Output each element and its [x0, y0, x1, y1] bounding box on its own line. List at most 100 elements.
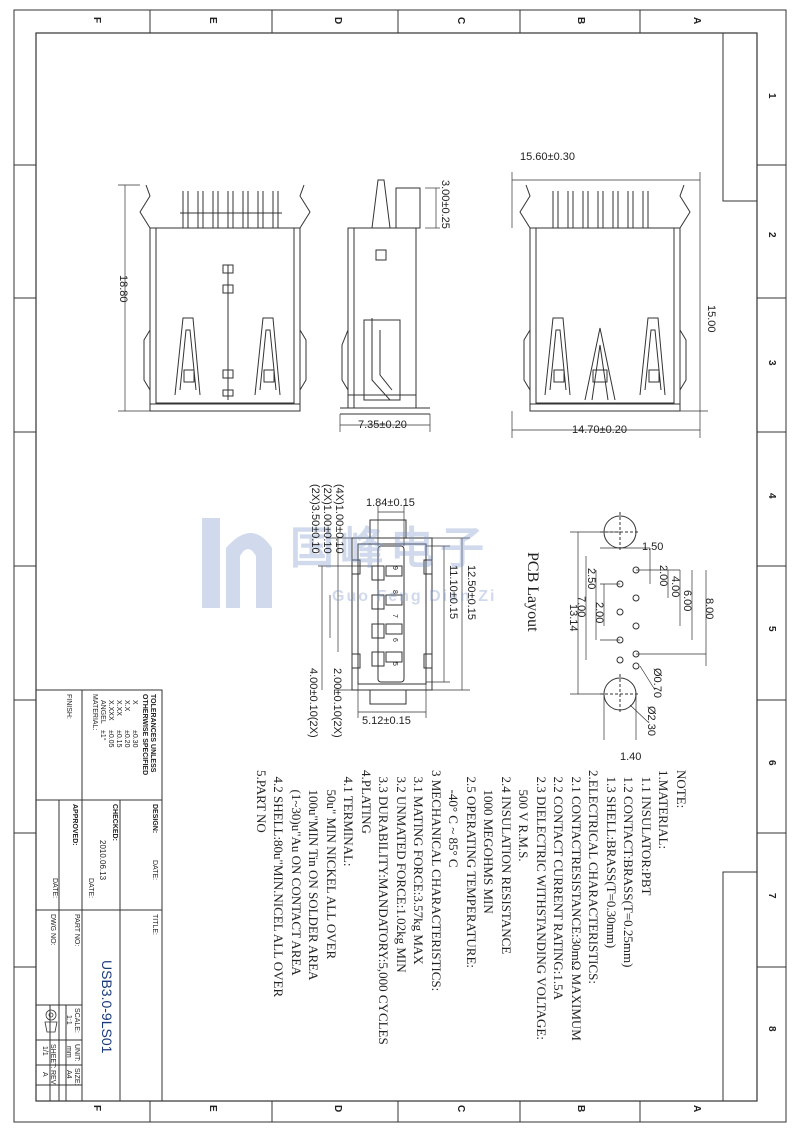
- note-line: 1000 MEGOHMS MIN: [481, 770, 497, 914]
- size-label: SIZE:: [73, 1068, 80, 1086]
- dim-pcb-11: Ø2.30: [645, 706, 657, 736]
- size-value: A4: [65, 1070, 72, 1079]
- zone-label-E: E: [207, 17, 218, 24]
- pin-number-5: 5: [391, 662, 398, 666]
- zone-label-D-bottom: D: [332, 1105, 343, 1113]
- tol-row-1-val: ±0.30: [131, 730, 138, 748]
- zone-label-F: F: [91, 17, 102, 24]
- rev-value: A: [41, 1072, 48, 1077]
- dim-front-9: 5.12±0.15: [362, 715, 411, 727]
- dim-left-height: 18.80: [117, 275, 129, 303]
- note-line: 3.2 UNMATED FORCE:1.02kg MIN: [394, 770, 409, 973]
- note-line: 2.2 CONTACT CURRENT RATING:1.5A: [551, 770, 567, 1000]
- approved-label: APPROVED:: [71, 804, 78, 846]
- zone-label-5: 5: [766, 626, 777, 632]
- dim-front-2: (4X)1.00±0.10: [333, 484, 345, 554]
- tol-row-3-val: ±0.15: [115, 730, 122, 748]
- pcb-layout-label: PCB Layout: [524, 552, 541, 632]
- dim-front-5: 12.50±0.15: [465, 565, 477, 620]
- zone-label-6: 6: [766, 760, 777, 766]
- tol-row-4-val: ±0.05: [107, 730, 114, 748]
- dim-right-height: 15.00: [705, 305, 717, 333]
- tol-row-2-key: X.X: [123, 700, 130, 712]
- tol-row-2-val: ±0.20: [123, 730, 130, 748]
- tolerances-title: TOLERANCES UNLESS: [149, 694, 156, 773]
- dim-front-3: (2X)1.00±0.10: [321, 484, 333, 554]
- pin-number-7: 7: [391, 614, 398, 618]
- note-line: 2.3 DIELECTRIC WITHSTANDING VOLTAGE:: [534, 770, 549, 1040]
- dim-pcb-9: 13.14: [567, 604, 579, 632]
- note-line: NOTE:: [674, 770, 689, 809]
- zone-label-A: A: [691, 17, 702, 25]
- dim-pcb-6: 2.50: [585, 568, 597, 590]
- note-line: 1.2 CONTACT:BRASS(T=0.25mm): [621, 770, 637, 968]
- tol-row-3-key: X.XX: [115, 700, 122, 716]
- note-line: 2.1 CONTACTRESISTANCE:30mΩ MAXIMUM: [569, 770, 584, 1041]
- note-line: 500 V R.M.S.: [516, 770, 532, 862]
- note-line: 2.4 INSULATION RESISTANCE: [499, 770, 514, 955]
- note-line: 1.MATERIAL:: [656, 770, 672, 850]
- note-line: 1.3 SHELL:BRASS(T=0.30mm): [604, 770, 619, 949]
- zone-label-B: B: [575, 17, 586, 25]
- zone-label-1: 1: [766, 93, 777, 99]
- zone-label-C-bottom: C: [455, 1105, 466, 1113]
- approved-date-label: DATE:: [51, 878, 58, 899]
- dim-front-1: 1.84±0.15: [366, 497, 415, 509]
- zone-label-3: 3: [766, 360, 777, 366]
- partno-label: PART NO:: [73, 914, 80, 947]
- dim-pcb-4: 6.00: [681, 590, 693, 612]
- dim-front-6: 11.10±0.15: [447, 565, 459, 620]
- material-label: MATERIAL:: [91, 694, 98, 731]
- design-date-label: DATE:: [151, 860, 158, 881]
- dim-pcb-3: 4.00: [669, 576, 681, 598]
- tol-row-4-key: X.XXX: [107, 700, 114, 721]
- zone-label-8: 8: [766, 1026, 777, 1032]
- note-line: 3 MECHANICAL CHARACTERISTICS:: [429, 770, 444, 992]
- dim-pcb-7: 2.00: [593, 602, 605, 624]
- zone-label-F-bottom: F: [91, 1105, 102, 1112]
- tol-row-5-key: ANGEL: [99, 700, 106, 724]
- zone-label-2: 2: [766, 232, 777, 238]
- note-line: 100u"MIN Tin ON SOLDER AREA: [306, 770, 322, 981]
- note-line: -40° C ~ 85° C: [446, 770, 462, 868]
- notes-list: NOTE:1.MATERIAL: 1.1 INSULATOR:PBT 1.2 C…: [253, 770, 691, 1100]
- note-line: 4.1 TERMINAL:: [341, 770, 357, 867]
- dim-side-width: 7.35±0.20: [358, 419, 407, 431]
- note-line: 5.PART NO: [254, 770, 269, 833]
- title-label: TITLE:: [151, 914, 158, 936]
- dim-pin-height: 3.00±0.25: [439, 180, 451, 229]
- date-value: 2010.06.13: [98, 840, 107, 881]
- note-line: 3.3 DURABILITY:MANDATORY:5,000 CYCLES: [376, 770, 392, 1045]
- watermark-text-en: Guo Feng Dian Zi: [332, 588, 497, 605]
- sheet-label: SHEET:: [49, 1044, 56, 1069]
- pin-number-8: 8: [391, 590, 398, 594]
- dim-top-width: 15.60±0.30: [520, 151, 575, 163]
- zone-label-7: 7: [766, 893, 777, 899]
- zone-label-4: 4: [766, 493, 777, 499]
- zone-label-E-bottom: E: [207, 1105, 218, 1112]
- title-value: USB3.0-9LS01: [99, 960, 115, 1054]
- sheet-value: 1/1: [41, 1046, 48, 1056]
- note-line: 50u" MIN NICKEL ALL OVER: [324, 770, 339, 960]
- zone-label-D: D: [332, 17, 343, 25]
- note-line: 2.5 OPERATING TEMPERATURE:: [464, 770, 479, 969]
- dim-front-8: 4.00±0.10(2X): [307, 668, 319, 738]
- checked-date-label: DATE:: [87, 878, 94, 899]
- unit-label: UNIT:: [73, 1044, 80, 1062]
- zone-label-B-bottom: B: [575, 1105, 586, 1113]
- tol-row-5-val: ±1°: [99, 730, 106, 741]
- notes-block: NOTE:1.MATERIAL: 1.1 INSULATOR:PBT 1.2 C…: [253, 770, 691, 1100]
- dwgno-label: DWG NO:: [49, 914, 56, 946]
- rev-label: REV:: [49, 1070, 56, 1087]
- scale-value: 1:1: [65, 1015, 72, 1025]
- dim-pcb-2: 2.00: [657, 565, 669, 587]
- projection-symbol-icon: [40, 1008, 62, 1034]
- dim-bottom-width: 14.70±0.20: [572, 424, 627, 436]
- pin-number-6: 6: [391, 638, 398, 642]
- note-line: 2.ELECTRICAL CHARACTERISTICS:: [586, 770, 602, 985]
- dim-front-7: 2.00±0.10(2X): [331, 668, 343, 738]
- note-line: (1~30)u"Au ON CONTACT AREA: [289, 770, 304, 976]
- tolerances-title-2: OTHERWISE SPECIFIED: [141, 694, 148, 776]
